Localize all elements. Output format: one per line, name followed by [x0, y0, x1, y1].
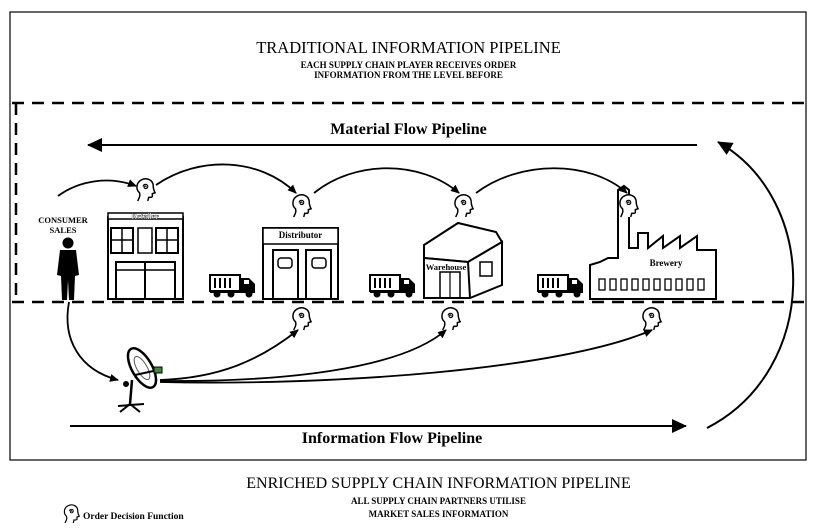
information-flow-label: Information Flow Pipeline	[301, 430, 483, 447]
head-icon-warehouse	[454, 194, 474, 218]
head-icon-lower-warehouse	[441, 307, 461, 331]
top-subtitle-line1: EACH SUPPLY CHAIN PLAYER RECEIVES ORDER	[300, 60, 517, 70]
consumer-figure	[57, 237, 79, 300]
consumer-to-retailer-arrow	[57, 179, 137, 197]
outer-frame	[9, 11, 807, 461]
consumer-sales-label: CONSUMER SALES	[28, 215, 98, 235]
truck-icon-3	[537, 274, 584, 298]
head-icon-retailer	[136, 178, 156, 202]
warehouse-building	[423, 221, 504, 299]
material-flow-label: Material Flow Pipeline	[330, 121, 487, 138]
bottom-subtitle-line1: ALL SUPPLY CHAIN PARTNERS UTILISE	[351, 496, 526, 506]
arrow-retailer-distributor	[155, 163, 297, 194]
consumer-label-line2: SALES	[49, 225, 77, 235]
bottom-subtitle-line2: MARKET SALES INFORMATION	[368, 509, 509, 519]
distributor-label: Distributor	[278, 230, 323, 240]
brewery-building	[589, 184, 717, 300]
head-icon-brewery	[619, 194, 639, 218]
dish-to-warehouse-arrow	[159, 329, 447, 382]
retailer-building	[107, 212, 184, 300]
consumer-label-line1: CONSUMER	[38, 215, 88, 225]
arrow-warehouse-brewery	[475, 167, 628, 194]
head-icon-lower-distributor	[292, 307, 312, 331]
return-curve-arrow	[706, 141, 795, 429]
top-title: TRADITIONAL INFORMATION PIPELINE	[256, 38, 561, 57]
truck-icon-1	[209, 274, 256, 298]
arrow-distributor-warehouse	[313, 167, 460, 194]
consumer-to-dish-arrow	[66, 301, 119, 382]
distributor-building	[262, 227, 339, 300]
bottom-title: ENRICHED SUPPLY CHAIN INFORMATION PIPELI…	[246, 475, 631, 492]
top-subtitle-line2: INFORMATION FROM THE LEVEL BEFORE	[314, 70, 503, 80]
legend-label: Order Decision Function	[83, 512, 184, 522]
truck-icon-2	[369, 274, 416, 298]
head-icon-distributor	[292, 194, 312, 218]
dish-to-distributor-arrow	[159, 329, 299, 381]
dish-to-brewery-arrow	[159, 329, 653, 384]
retailer-label: Retailer	[131, 212, 159, 221]
warehouse-label: Warehouse	[425, 262, 467, 272]
head-icon-lower-brewery	[642, 307, 662, 331]
satellite-dish-icon	[117, 347, 163, 413]
brewery-label: Brewery	[649, 258, 683, 268]
